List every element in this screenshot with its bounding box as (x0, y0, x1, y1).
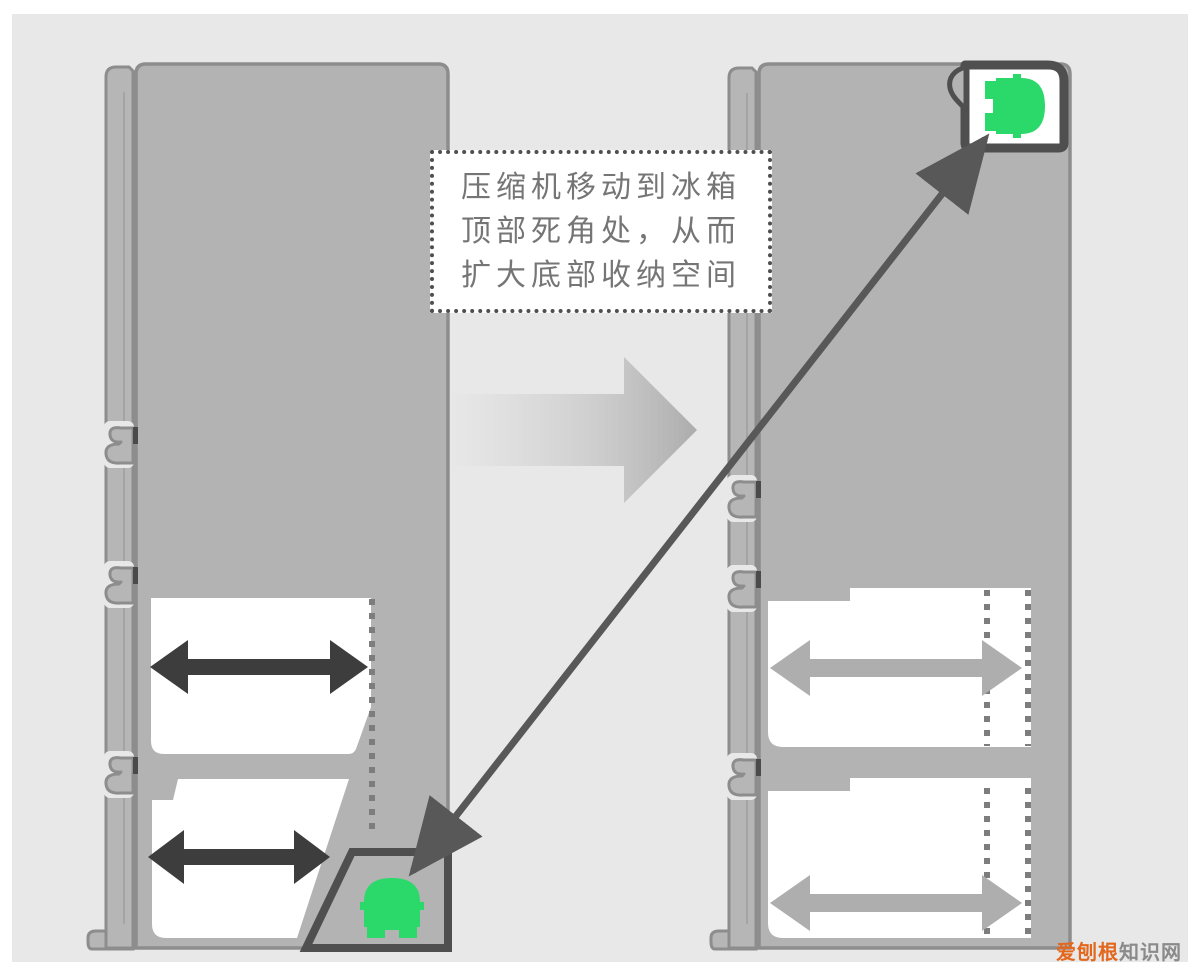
right-hinge-pin-2 (756, 571, 761, 588)
left-drawer-lower-width-arrow (148, 830, 330, 884)
annotation-text-line-2: 顶部死角处，从而 (461, 213, 741, 249)
right-hinge-pin-1 (756, 481, 761, 498)
right-drawer-lower-width-arrow (770, 875, 1022, 931)
diagonal-move-arrow-icon (408, 133, 990, 877)
left-hinge-pin-2 (133, 567, 138, 584)
compressor-icon (360, 878, 424, 938)
right-hinge-pin-3 (756, 759, 761, 776)
left-drawer-upper (151, 598, 371, 754)
left-fridge-door (104, 65, 135, 950)
annotation-box: 压缩机移动到冰箱 顶部死角处，从而 扩大底部收纳空间 (430, 150, 772, 313)
watermark-brand: 爱刨根 (1056, 940, 1119, 964)
annotation-text-line-3: 扩大底部收纳空间 (461, 257, 741, 293)
left-fridge (86, 62, 452, 952)
left-hinge-pin-3 (133, 757, 138, 774)
watermark-site: 知识网 (1119, 940, 1182, 964)
annotation-text-line-1: 压缩机移动到冰箱 (461, 169, 741, 205)
left-drawer-upper-width-arrow (150, 640, 368, 694)
watermark: 爱刨根知识网 (1056, 936, 1182, 965)
compartment-notch (947, 63, 969, 117)
compressor-icon (985, 74, 1045, 138)
left-hinge-pin-1 (133, 427, 138, 444)
